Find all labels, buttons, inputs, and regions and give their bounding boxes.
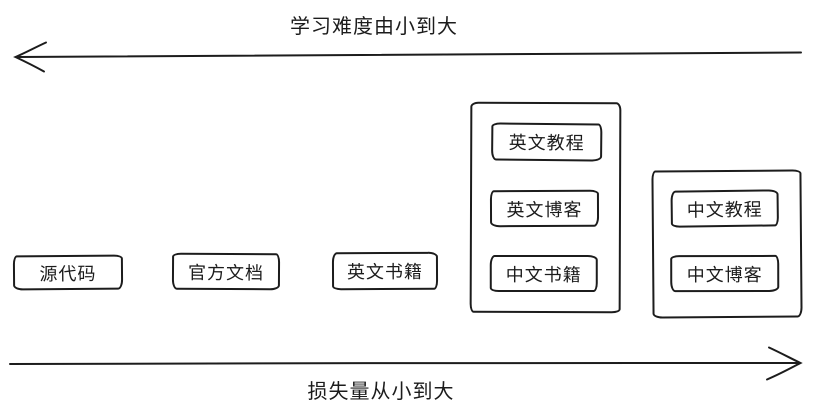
node-chinese-tutorials: 中文教程 bbox=[670, 189, 779, 228]
node-english-books: 英文书籍 bbox=[331, 251, 439, 291]
node-label: 官方文档 bbox=[187, 262, 265, 283]
node-label: 英文教程 bbox=[508, 132, 585, 154]
node-label: 中文教程 bbox=[686, 199, 763, 220]
top-axis-label: 学习难度由小到大 bbox=[290, 16, 458, 38]
node-label: 中文博客 bbox=[686, 264, 763, 285]
group-english-resources: 英文教程 英文博客 中文书籍 bbox=[469, 101, 622, 314]
node-source-code: 源代码 bbox=[12, 254, 124, 291]
node-chinese-books: 中文书籍 bbox=[489, 254, 598, 293]
node-official-docs: 官方文档 bbox=[171, 252, 281, 291]
bottom-axis-label: 损失量从小到大 bbox=[307, 381, 455, 403]
top-axis-arrow-head bbox=[13, 41, 47, 73]
node-chinese-blogs: 中文博客 bbox=[670, 254, 780, 293]
node-label: 英文书籍 bbox=[346, 261, 424, 283]
node-label: 英文博客 bbox=[506, 199, 583, 220]
node-english-tutorials: 英文教程 bbox=[491, 122, 603, 162]
node-label: 中文书籍 bbox=[505, 264, 582, 285]
node-english-blogs: 英文博客 bbox=[489, 189, 600, 228]
bottom-axis-arrow-line bbox=[9, 362, 800, 365]
bottom-axis-arrow-head bbox=[766, 346, 803, 381]
node-label: 源代码 bbox=[39, 263, 97, 284]
top-axis-arrow-line bbox=[16, 51, 802, 58]
group-chinese-resources: 中文教程 中文博客 bbox=[651, 169, 803, 319]
